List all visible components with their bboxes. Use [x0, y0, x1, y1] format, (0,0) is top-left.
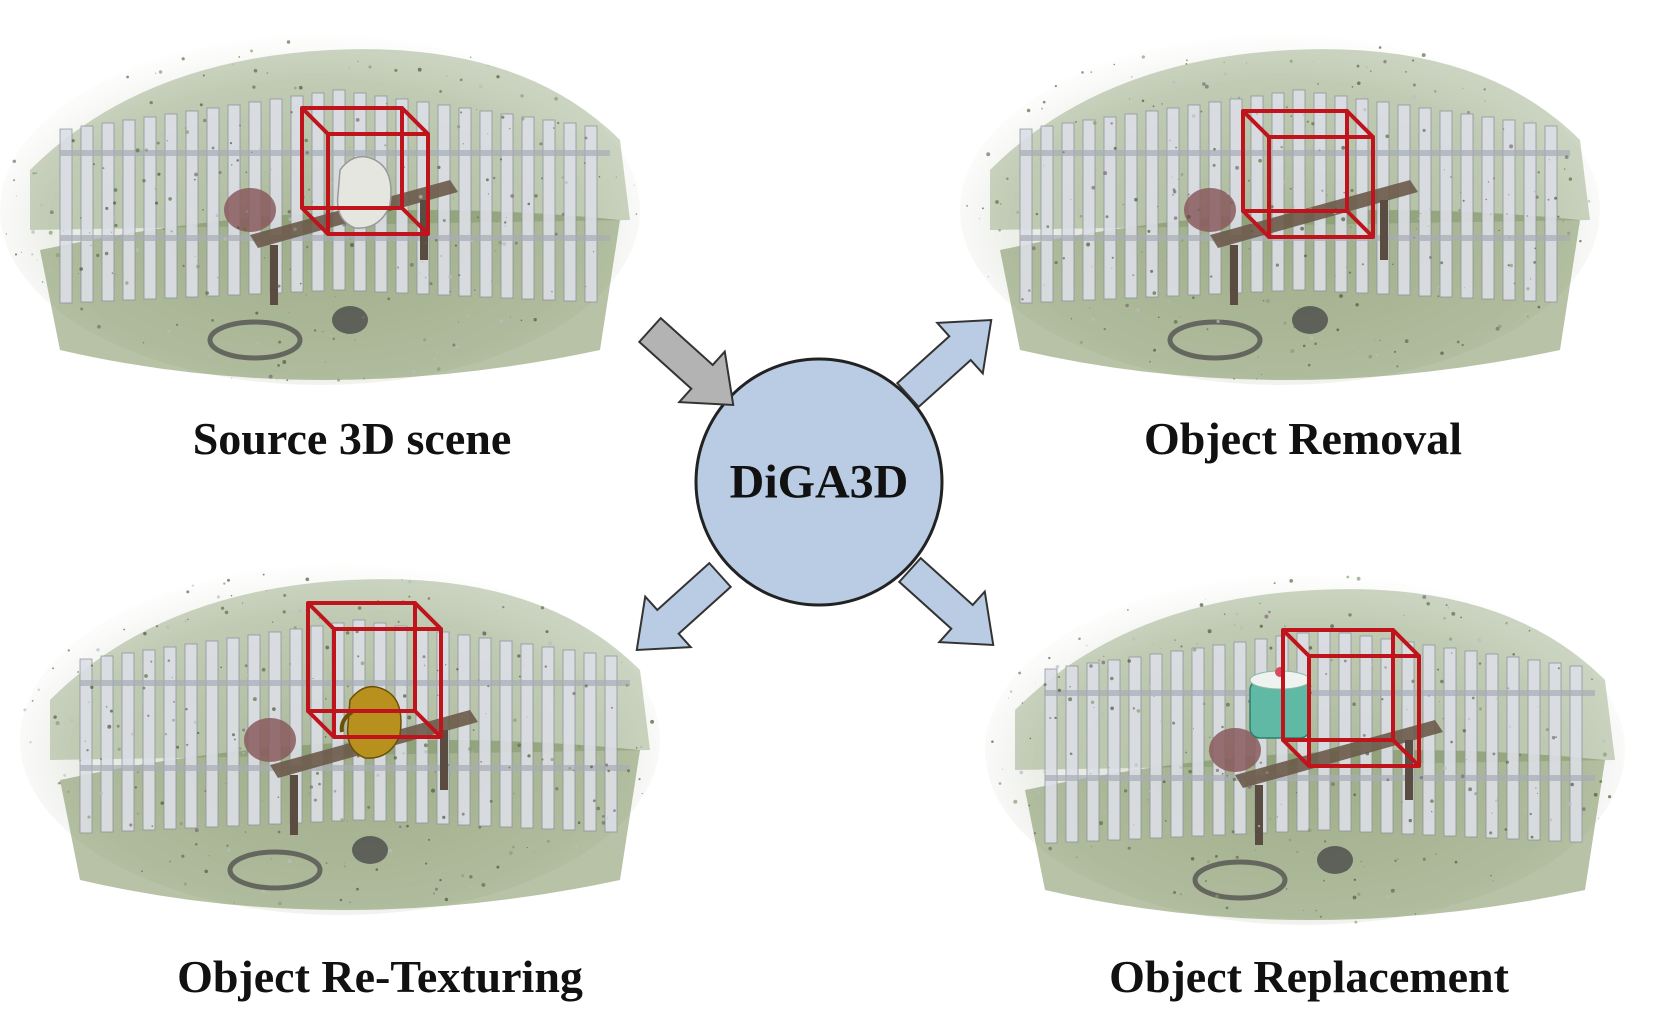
panel-object-retexturing	[20, 565, 660, 915]
bounding-cube-icon	[1241, 109, 1375, 239]
caption-object-replacement: Object Replacement	[1109, 951, 1509, 1002]
hub-label: DiGA3D	[729, 455, 909, 509]
panel-object-replacement	[985, 575, 1625, 925]
caption-object-removal: Object Removal	[1143, 413, 1463, 464]
arrow-out-icon	[635, 561, 733, 652]
caption-source-scene: Source 3D scene	[192, 413, 512, 464]
diga3d-hub-circle	[694, 357, 944, 607]
caption-object-retexturing: Object Re-Texturing	[177, 951, 583, 1002]
bounding-cube-icon	[306, 601, 443, 739]
arrow-out-icon	[895, 318, 993, 409]
arrow-in-icon	[637, 316, 735, 407]
panel-source-scene	[0, 35, 640, 385]
bounding-cube-icon	[300, 106, 430, 236]
bounding-cube-icon	[1281, 628, 1421, 768]
panel-object-removal	[960, 35, 1600, 385]
arrow-out-icon	[897, 556, 995, 647]
